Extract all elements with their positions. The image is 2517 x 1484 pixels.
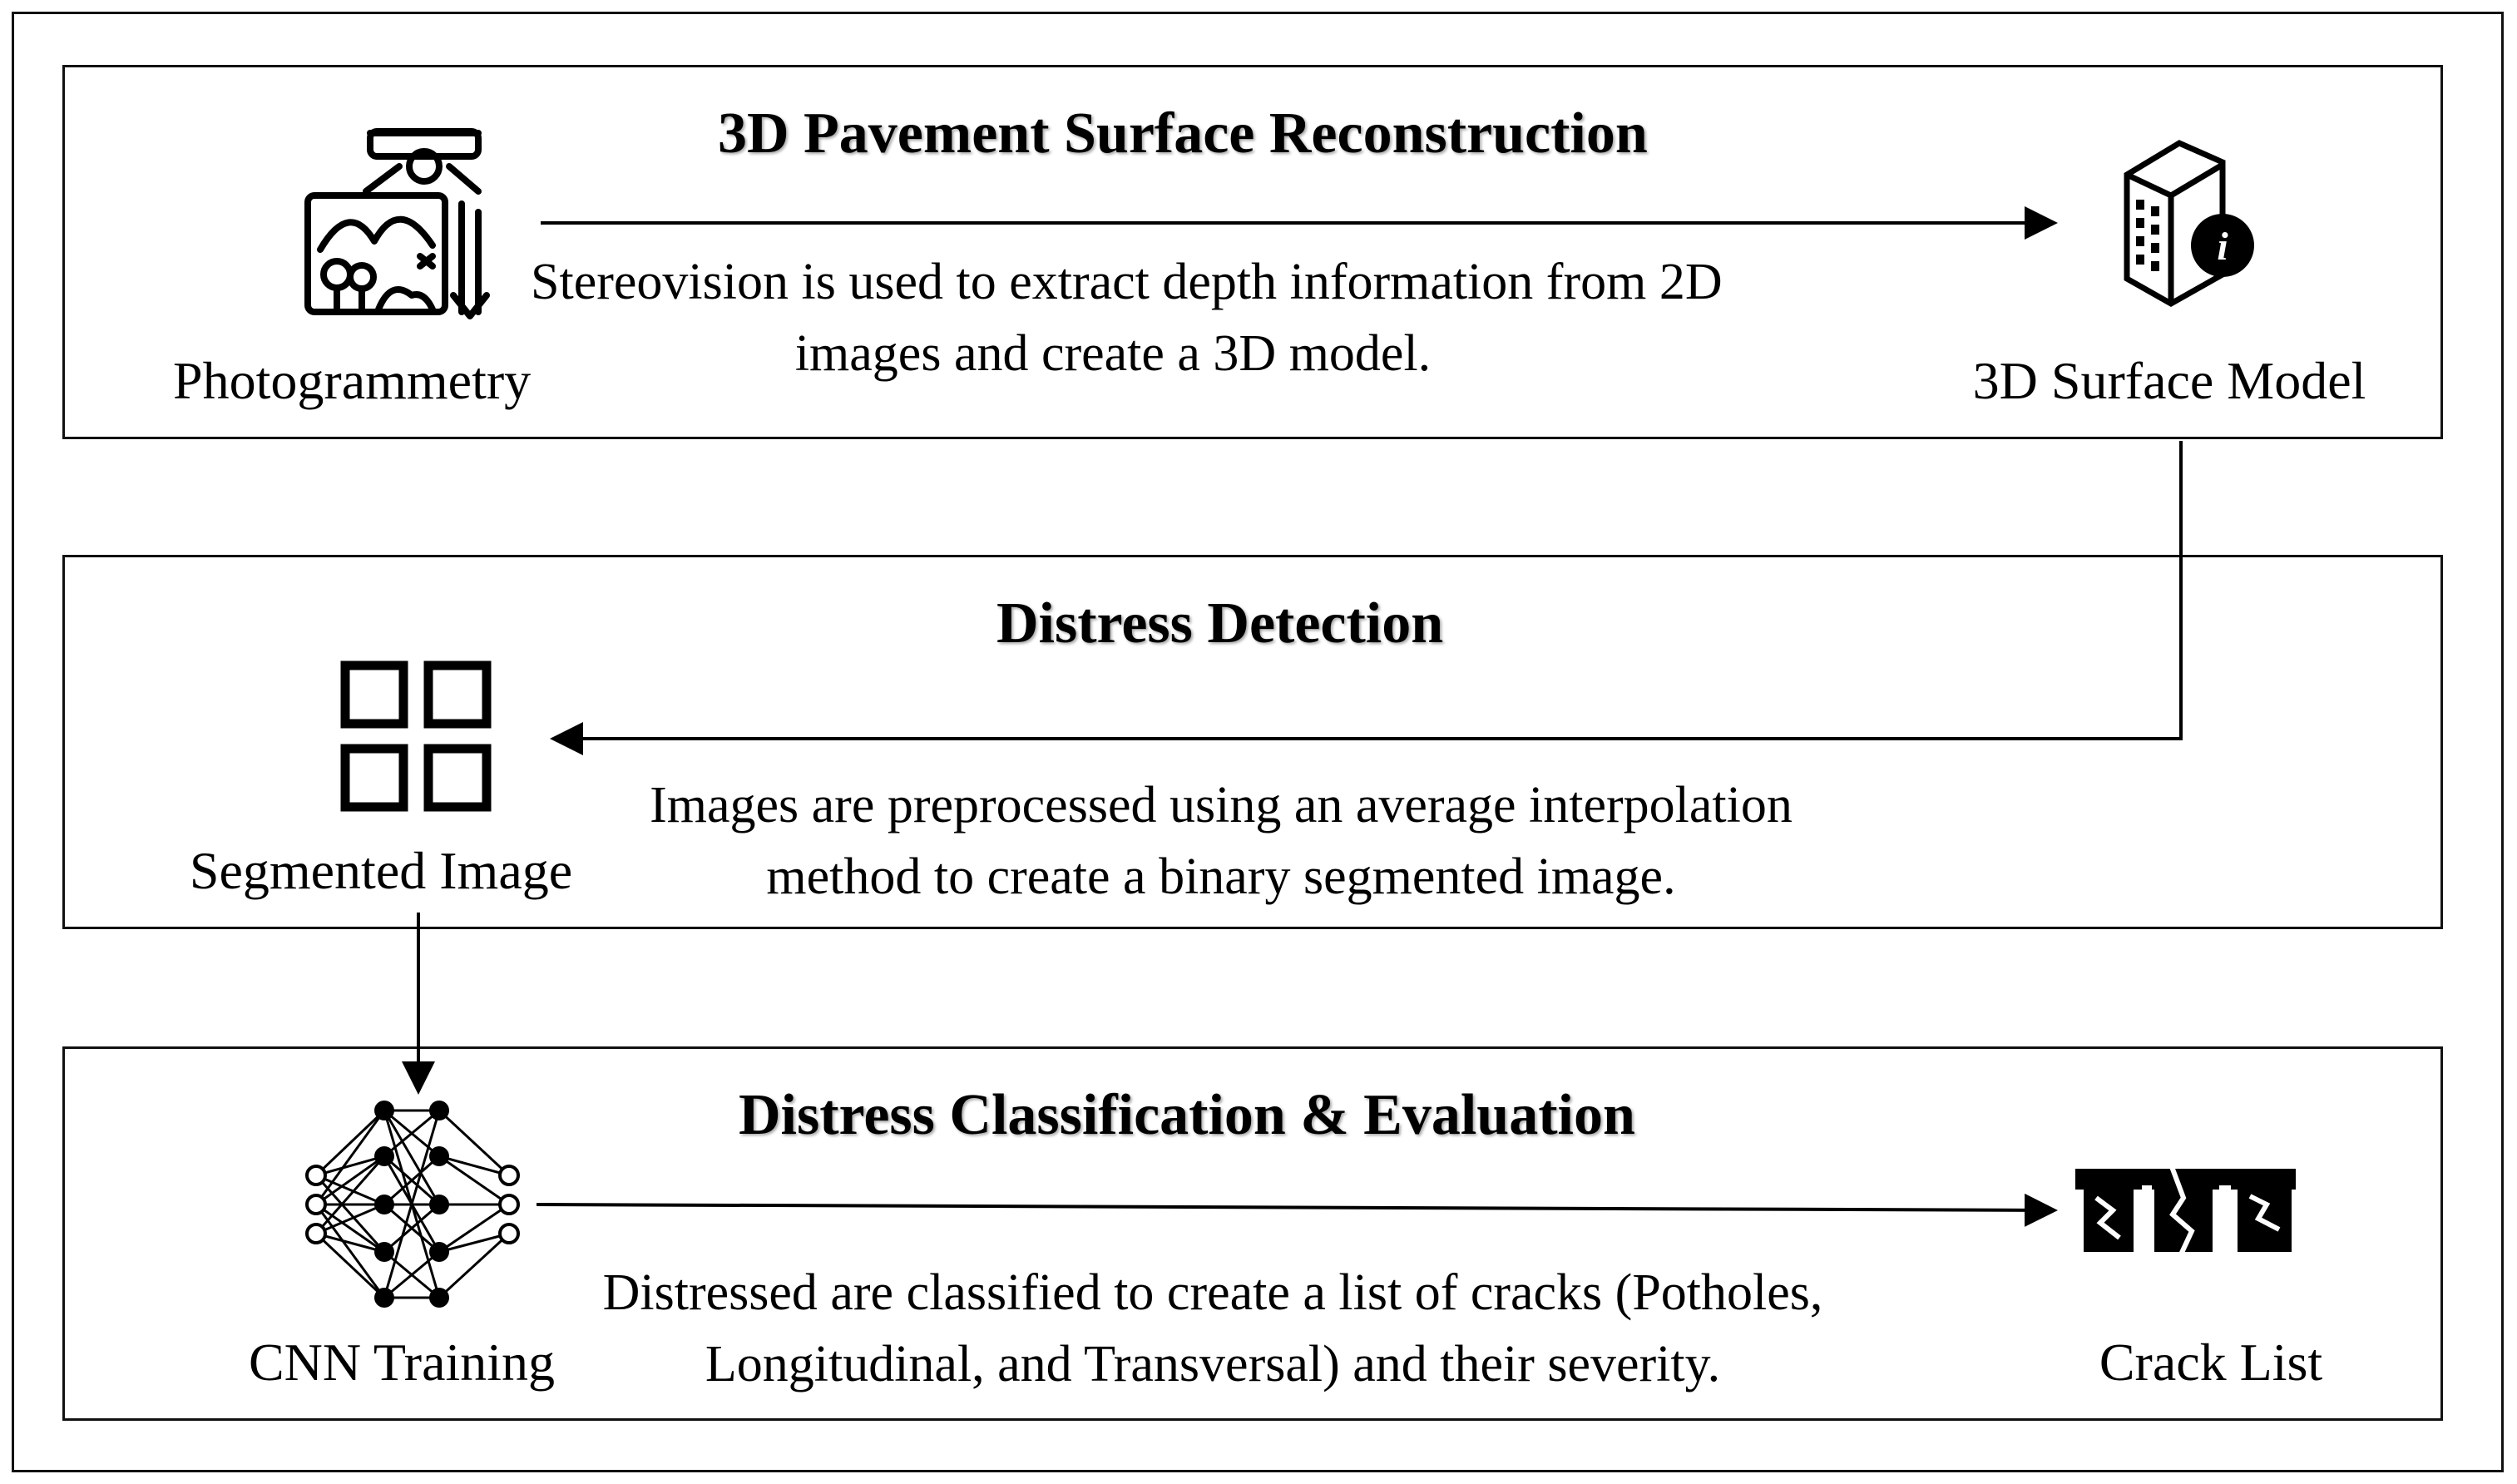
neural-network-icon [305,1101,520,1308]
arrow-cnn-to-crack-list [536,1193,2058,1227]
description-line: method to create a binary segmented imag… [766,848,1676,905]
crack-list-label: Crack List [2099,1333,2323,1392]
photogrammetry-label: Photogrammetry [173,351,532,410]
surface-model-label: 3D Surface Model [1972,351,2366,410]
panel-3d-reconstruction: 3D Pavement Surface Reconstruction Stere… [62,65,2443,439]
cnn-training-label: CNN Training [248,1333,556,1392]
drone-photogrammetry-icon [304,128,490,319]
arrow-model-to-segmented [550,441,2183,755]
grid-four-squares-icon [340,660,492,812]
panel-classification-evaluation: Distress Classification & Evaluation Dis… [62,1046,2443,1421]
panel-title: Distress Classification & Evaluation [739,1083,1635,1147]
description-line: Stereovision is used to extract depth in… [531,254,1723,310]
panel-distress-detection: Distress Detection Images are preprocess… [62,555,2443,929]
panel-description: Stereovision is used to extract depth in… [531,246,1723,389]
building-info-icon: i [2124,140,2254,308]
panel-description: Images are preprocessed using an average… [597,769,1845,913]
description-line: Images are preprocessed using an average… [650,777,1793,834]
description-line: images and create a 3D model. [794,325,1432,382]
svg-text:i: i [2217,225,2228,269]
crack-blocks-icon [2075,1163,2296,1256]
segmented-image-label: Segmented Image [189,841,573,900]
description-line: Longitudinal, and Transversal) and their… [705,1336,1721,1392]
panel-title: 3D Pavement Surface Reconstruction [718,101,1648,166]
diagram-frame [12,12,2504,1472]
panel-description: Distressed are classified to create a li… [547,1257,1878,1400]
description-line: Distressed are classified to create a li… [602,1264,1823,1321]
panel-title: Distress Detection [996,591,1444,655]
